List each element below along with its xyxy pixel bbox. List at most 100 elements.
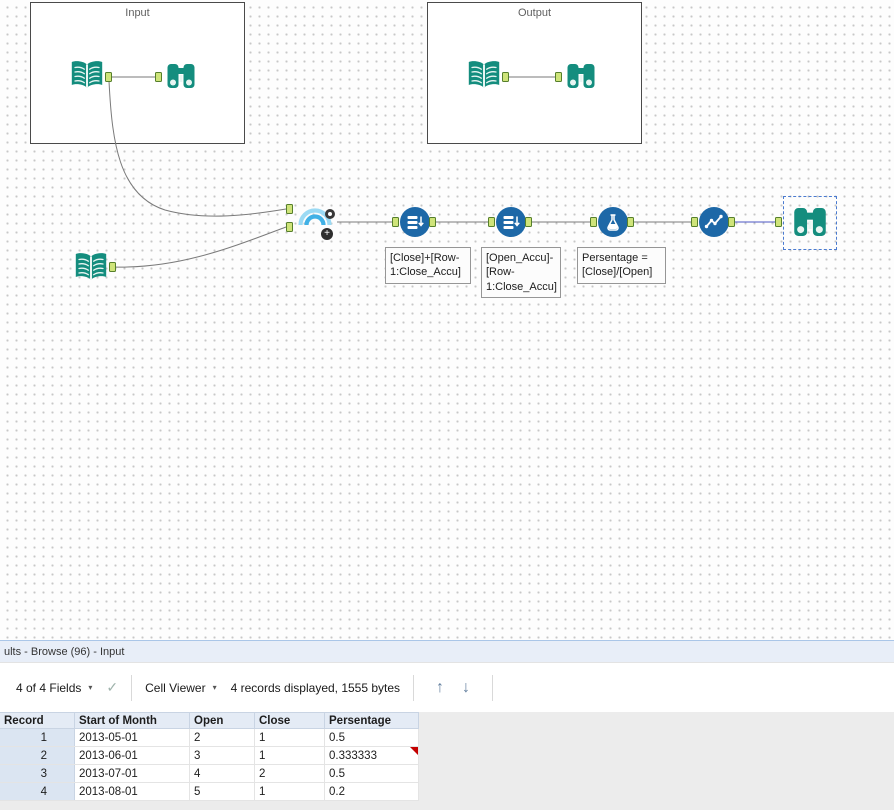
container-output[interactable]: Output: [427, 2, 642, 144]
results-panel-title: ults - Browse (96) - Input: [0, 641, 894, 662]
records-info: 4 records displayed, 1555 bytes: [230, 680, 401, 695]
container-input[interactable]: Input: [30, 2, 245, 144]
scroll-down-icon[interactable]: ↓: [462, 678, 471, 696]
input-data-tool[interactable]: [68, 58, 106, 97]
table-row[interactable]: 3 2013-07-01 4 2 0.5: [0, 765, 419, 783]
cell: 2: [190, 729, 255, 746]
binoculars-icon: [567, 64, 595, 88]
cell: 0.5: [325, 729, 419, 746]
cell: 2013-08-01: [75, 783, 190, 800]
browse-tool-selected[interactable]: [789, 201, 831, 248]
column-header-open[interactable]: Open: [190, 713, 255, 728]
input-anchor[interactable]: [555, 72, 562, 82]
cell: 2013-05-01: [75, 729, 190, 746]
tool-annotation[interactable]: [Close]+[Row-1:Close_Accu]: [385, 247, 471, 284]
results-grid: Record Start of Month Open Close Persent…: [0, 712, 419, 801]
multi-row-formula-icon: [503, 216, 520, 229]
binoculars-icon: [167, 64, 195, 88]
multi-row-formula-tool[interactable]: [400, 207, 430, 237]
formula-tool[interactable]: [598, 207, 628, 237]
cell: 2: [255, 765, 325, 782]
binoculars-icon: [794, 208, 826, 236]
cell: 3: [190, 747, 255, 764]
cell: 2013-07-01: [75, 765, 190, 782]
scroll-up-icon[interactable]: ↑: [436, 678, 445, 696]
output-anchor[interactable]: [728, 217, 735, 227]
flask-icon: [607, 214, 619, 231]
output-anchor[interactable]: [105, 72, 112, 82]
cell-value: 0.333333: [329, 749, 377, 762]
input-anchor[interactable]: [488, 217, 495, 227]
input-data-tool[interactable]: [465, 58, 503, 97]
join-arcs-icon: [298, 208, 332, 226]
cell: 1: [255, 747, 325, 764]
input-anchor[interactable]: [155, 72, 162, 82]
record-number-cell: 3: [0, 765, 75, 782]
selection-outline: [783, 196, 837, 250]
connection[interactable]: [112, 226, 287, 268]
cell-note-flag-icon: [410, 747, 418, 755]
column-header-persentage[interactable]: Persentage: [325, 713, 419, 728]
grid-header-row: Record Start of Month Open Close Persent…: [0, 712, 419, 729]
record-number-cell: 4: [0, 783, 75, 800]
multi-row-formula-icon: [407, 216, 424, 229]
cell: 5: [190, 783, 255, 800]
toolbar-separator: [131, 674, 133, 701]
column-header-record[interactable]: Record: [0, 713, 75, 728]
cell: 1: [255, 729, 325, 746]
apply-check-icon[interactable]: ✓: [106, 679, 119, 695]
chevron-down-icon: ▾: [88, 683, 93, 692]
fields-dropdown-label: 4 of 4 Fields: [16, 680, 82, 695]
add-badge-icon[interactable]: +: [321, 228, 333, 240]
cell: 4: [190, 765, 255, 782]
output-anchor[interactable]: [429, 217, 436, 227]
multi-row-formula-tool[interactable]: [496, 207, 526, 237]
table-row[interactable]: 4 2013-08-01 5 1 0.2: [0, 783, 419, 801]
cell-viewer-label: Cell Viewer: [145, 680, 206, 695]
container-input-label: Input: [125, 7, 150, 19]
book-icon: [468, 61, 500, 88]
table-row[interactable]: 1 2013-05-01 2 1 0.5: [0, 729, 419, 747]
cell: 0.2: [325, 783, 419, 800]
chevron-down-icon: ▾: [212, 683, 217, 692]
input-anchor[interactable]: [286, 204, 293, 214]
output-anchor[interactable]: [525, 217, 532, 227]
input-anchor[interactable]: [392, 217, 399, 227]
connection[interactable]: [108, 80, 287, 217]
cell: 1: [255, 783, 325, 800]
toolbar-separator: [413, 674, 415, 701]
input-data-tool[interactable]: [72, 250, 110, 289]
toolbar-separator: [492, 674, 494, 701]
input-anchor[interactable]: [286, 222, 293, 232]
results-panel: ults - Browse (96) - Input 4 of 4 Fields…: [0, 640, 894, 810]
workflow-canvas: Input Output: [0, 0, 894, 640]
column-header-close[interactable]: Close: [255, 713, 325, 728]
fields-dropdown[interactable]: 4 of 4 Fields ▾: [16, 681, 92, 695]
record-number-cell: 1: [0, 729, 75, 746]
column-header-start-of-month[interactable]: Start of Month: [75, 713, 190, 728]
book-icon: [75, 253, 107, 280]
input-anchor[interactable]: [775, 217, 782, 227]
record-number-cell: 2: [0, 747, 75, 764]
cell: 0.5: [325, 765, 419, 782]
output-anchor[interactable]: [502, 72, 509, 82]
book-icon: [71, 61, 103, 88]
container-output-label: Output: [517, 7, 552, 19]
output-anchor[interactable]: [109, 262, 116, 272]
tool-annotation[interactable]: Persentage = [Close]/[Open]: [577, 247, 666, 284]
cell-with-note: 0.333333: [325, 747, 419, 764]
running-total-tool[interactable]: [699, 207, 729, 237]
table-row[interactable]: 2 2013-06-01 3 1 0.333333: [0, 747, 419, 765]
browse-tool[interactable]: [563, 59, 599, 98]
join-tool[interactable]: [295, 198, 335, 235]
results-toolbar: 4 of 4 Fields ▾ ✓ Cell Viewer ▾ 4 record…: [0, 662, 894, 712]
browse-tool[interactable]: [163, 59, 199, 98]
line-chart-icon: [704, 214, 723, 229]
tool-annotation[interactable]: [Open_Accu]-[Row-1:Close_Accu]: [481, 247, 561, 298]
cell-viewer-dropdown[interactable]: Cell Viewer ▾: [145, 681, 216, 695]
input-anchor[interactable]: [691, 217, 698, 227]
input-anchor[interactable]: [590, 217, 597, 227]
cell: 2013-06-01: [75, 747, 190, 764]
output-anchor[interactable]: [627, 217, 634, 227]
join-output-anchor-badge[interactable]: [325, 209, 335, 219]
